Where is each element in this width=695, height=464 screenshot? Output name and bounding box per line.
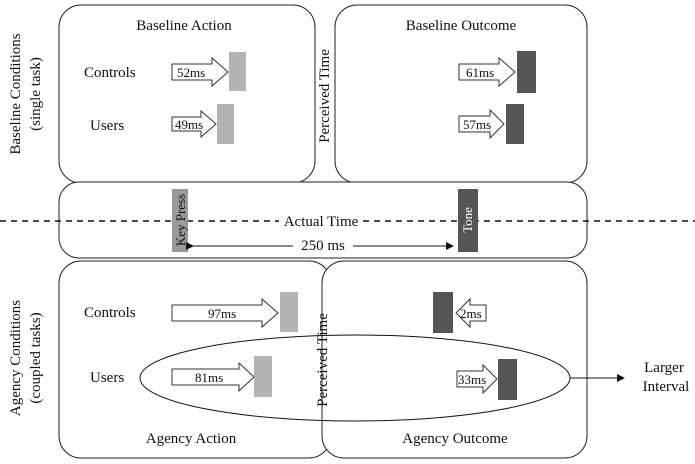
agency-outcome-users-bar <box>498 359 517 400</box>
keypress-bar <box>172 189 188 252</box>
baseline-action-title: Baseline Action <box>136 18 232 34</box>
baseline-outcome-users-ms: 57ms <box>463 117 491 132</box>
baseline-users-label: Users <box>90 118 124 134</box>
agency-action-controls-bar <box>280 292 298 332</box>
agency-outcome-users-ms: 33ms <box>458 372 486 387</box>
agency-outcome-controls-ms: 2ms <box>460 306 482 321</box>
baseline-action-controls-arrow <box>171 56 229 88</box>
perceived-time-label-baseline: Perceived Time <box>317 49 333 143</box>
baseline-outcome-controls-bar <box>517 51 536 93</box>
agency-action-title: Agency Action <box>146 431 237 447</box>
baseline-outcome-title: Baseline Outcome <box>406 18 517 34</box>
interval-label-bg <box>293 236 353 254</box>
baseline-outcome-controls-arrow <box>458 56 516 88</box>
baseline-controls-label: Controls <box>84 65 136 81</box>
agency-outcome-title: Agency Outcome <box>402 431 508 447</box>
agency-side-sublabel: (coupled tasks) <box>28 312 44 403</box>
agency-action-users-bar <box>254 356 272 397</box>
agency-action-users-arrow <box>171 361 255 393</box>
agency-side-label: Agency Conditions <box>8 300 24 416</box>
agency-action-controls-arrow <box>171 297 279 329</box>
baseline-action-controls-ms: 52ms <box>177 65 205 80</box>
agency-action-users-ms: 81ms <box>195 370 223 385</box>
larger-interval-label-line1: Larger <box>644 360 684 376</box>
baseline-side-sublabel: (single task) <box>28 57 44 131</box>
baseline-outcome-controls-ms: 61ms <box>466 65 494 80</box>
baseline-outcome-users-bar <box>506 104 524 144</box>
actual-time-label-bg <box>279 212 363 230</box>
agency-controls-label: Controls <box>84 305 136 321</box>
baseline-action-users-bar <box>217 104 234 144</box>
tone-label: Tone <box>460 207 475 233</box>
agency-outcome-controls-bar <box>433 292 453 333</box>
agency-outcome-panel <box>321 260 588 459</box>
tone-bar <box>458 189 478 252</box>
keypress-label: Key Press <box>173 194 188 246</box>
agency-outcome-users-arrow <box>456 363 498 395</box>
baseline-action-users-ms: 49ms <box>175 117 203 132</box>
agency-action-panel <box>58 260 332 459</box>
agency-outcome-controls-arrow <box>455 297 487 329</box>
larger-interval-label-line2: Interval <box>643 379 690 395</box>
baseline-outcome-users-arrow <box>458 108 505 140</box>
agency-users-label: Users <box>90 370 124 386</box>
baseline-side-label: Baseline Conditions <box>8 33 24 154</box>
perceived-time-label-agency: Perceived Time <box>315 313 331 407</box>
agency-action-controls-ms: 97ms <box>208 306 236 321</box>
baseline-action-users-arrow <box>171 109 217 139</box>
actual-time-label: Actual Time <box>284 214 359 230</box>
baseline-action-controls-bar <box>229 52 246 91</box>
interval-label: 250 ms <box>301 238 345 254</box>
